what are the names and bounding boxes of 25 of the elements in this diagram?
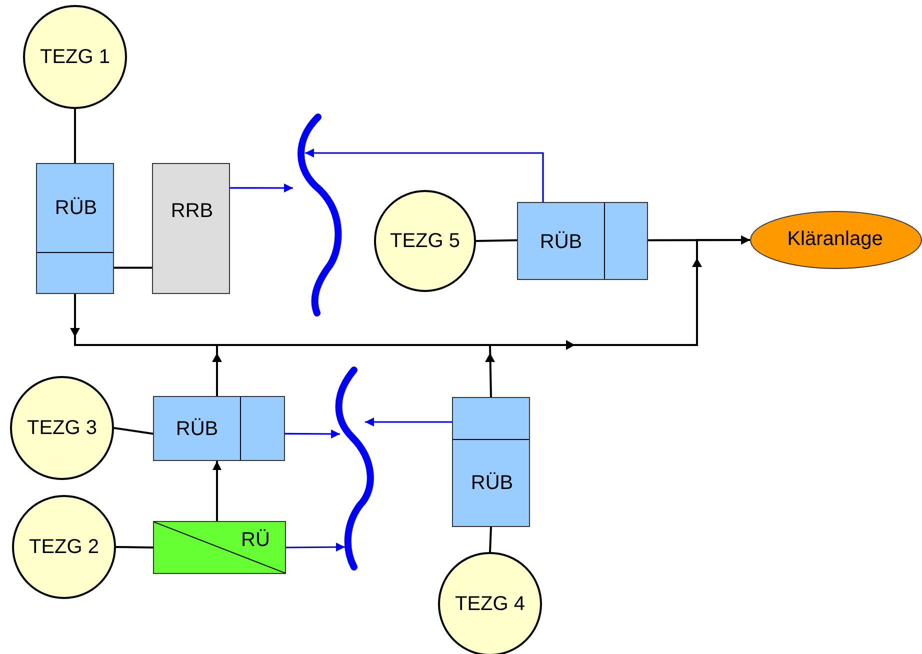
node-label: RÜB bbox=[176, 418, 218, 441]
connector-arrow bbox=[212, 461, 222, 521]
node-label: TEZG 1 bbox=[40, 46, 110, 68]
node-label: RÜB bbox=[540, 230, 582, 254]
node-label: RÜ bbox=[241, 528, 270, 552]
node-label: TEZG 5 bbox=[390, 230, 460, 252]
node-label: TEZG 2 bbox=[28, 536, 99, 558]
overflow-basin-box bbox=[36, 163, 114, 294]
connector-arrow bbox=[365, 418, 452, 426]
connector-arrow bbox=[286, 542, 345, 552]
connector-arrow bbox=[230, 183, 293, 192]
node-label: Kläranlage bbox=[787, 228, 883, 250]
node-label: RÜB bbox=[470, 472, 514, 495]
node-label: TEZG 4 bbox=[454, 592, 525, 616]
node-label: TEZG 3 bbox=[26, 416, 97, 440]
connector-arrow bbox=[285, 429, 340, 438]
connector-arrow bbox=[305, 148, 544, 202]
overflow-basin-box bbox=[153, 396, 285, 461]
node-label: RRB bbox=[170, 200, 214, 223]
retention-basin-box bbox=[152, 163, 230, 294]
node-label: RÜB bbox=[54, 196, 98, 220]
overflow-basin-box bbox=[452, 397, 530, 527]
overflow-box bbox=[153, 521, 286, 574]
connector-arrow bbox=[488, 236, 750, 398]
overflow-basin-box bbox=[517, 202, 648, 280]
